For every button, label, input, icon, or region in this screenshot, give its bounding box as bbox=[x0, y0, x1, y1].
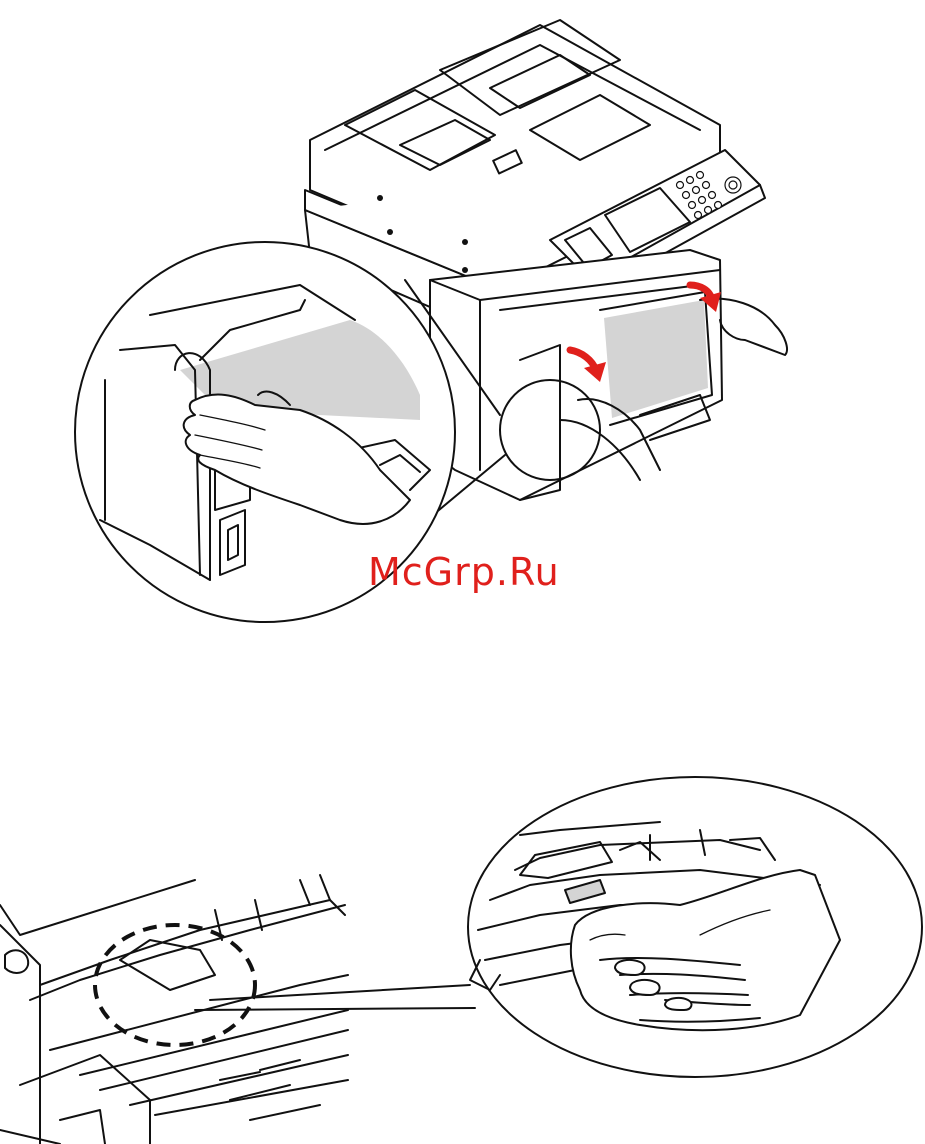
zoom-leader-line bbox=[195, 1008, 475, 1010]
zoom-leader-line bbox=[210, 985, 470, 1000]
dashed-target-ellipse bbox=[95, 925, 255, 1045]
watermark: McGrp.Ru bbox=[368, 550, 560, 594]
cleaning-detail-zoom bbox=[468, 777, 922, 1077]
